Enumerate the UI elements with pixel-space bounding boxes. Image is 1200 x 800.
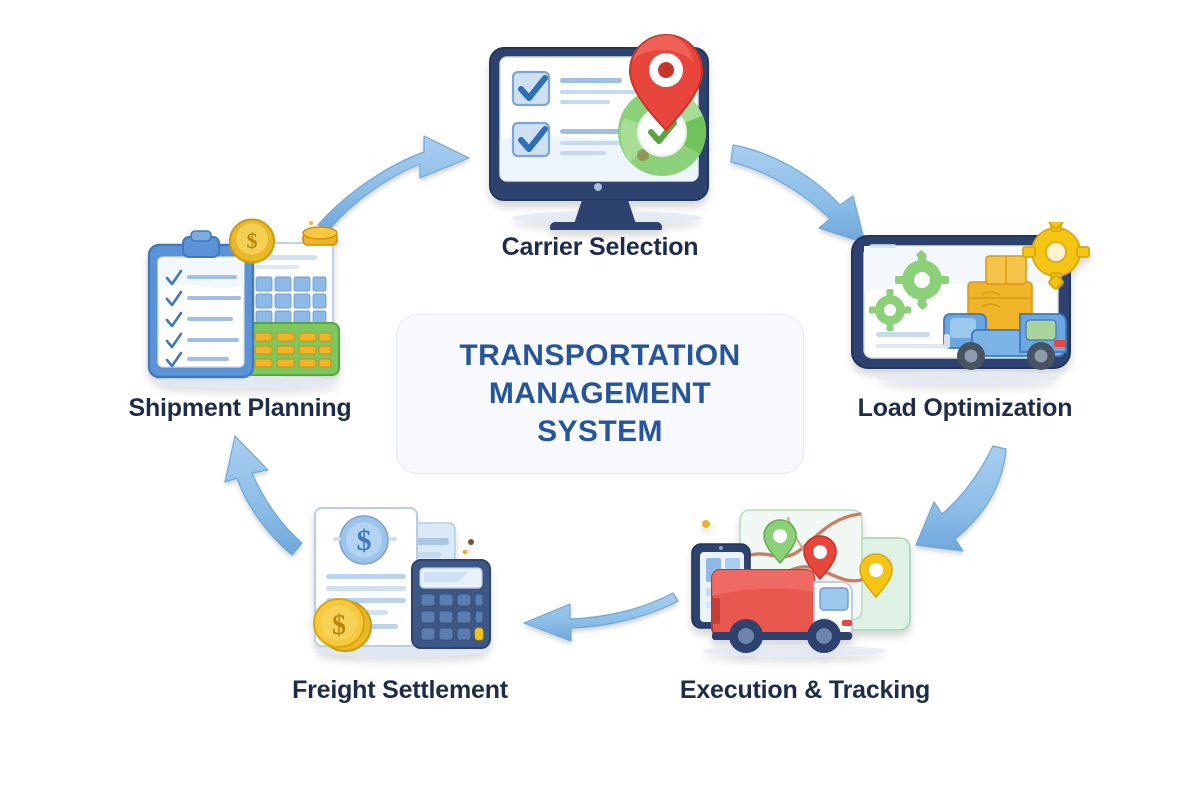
icon-execution-tracking[interactable] bbox=[672, 488, 922, 660]
center-title-line-3: SYSTEM bbox=[537, 415, 663, 448]
svg-text:$: $ bbox=[247, 228, 258, 253]
center-title-text: TRANSPORTATION MANAGEMENT SYSTEM bbox=[459, 337, 740, 451]
arrow-execution-to-freight bbox=[523, 592, 679, 642]
icon-carrier-selection[interactable] bbox=[470, 30, 740, 230]
icon-freight-settlement[interactable]: $ bbox=[285, 490, 517, 660]
label-execution-tracking: Execution & Tracking bbox=[679, 676, 931, 704]
arrow-load-to-execution bbox=[915, 445, 1007, 552]
center-title-line-1: TRANSPORTATION bbox=[459, 339, 741, 372]
svg-text:$: $ bbox=[357, 524, 372, 557]
label-shipment-planning: Shipment Planning bbox=[128, 394, 352, 422]
center-title-box: TRANSPORTATION MANAGEMENT SYSTEM bbox=[396, 314, 804, 474]
label-carrier-selection: Carrier Selection bbox=[501, 233, 699, 261]
label-freight-settlement: Freight Settlement bbox=[292, 676, 508, 704]
icon-shipment-planning[interactable]: $ bbox=[125, 215, 373, 390]
label-load-optimization: Load Optimization bbox=[857, 394, 1073, 422]
icon-load-optimization[interactable] bbox=[840, 222, 1102, 387]
center-title-line-2: MANAGEMENT bbox=[488, 377, 712, 410]
svg-text:$: $ bbox=[332, 610, 346, 641]
